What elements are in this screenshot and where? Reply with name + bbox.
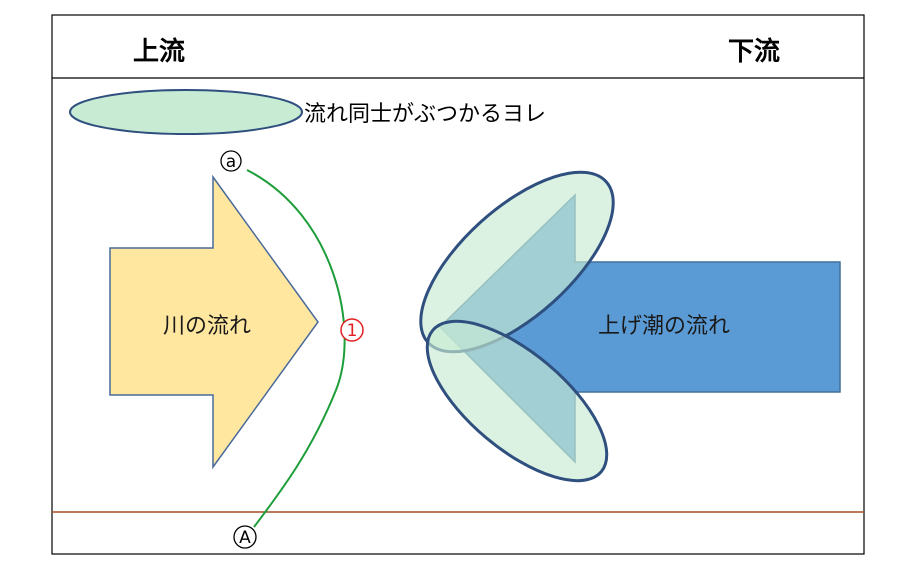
marker-1-circle bbox=[340, 318, 364, 342]
marker-1-label: 1 bbox=[347, 321, 358, 341]
marker-A-label: A bbox=[239, 528, 251, 548]
downstream-label: 下流 bbox=[728, 37, 780, 67]
upstream-label: 上流 bbox=[133, 37, 185, 67]
rising-tide-label: 上げ潮の流れ bbox=[598, 314, 730, 339]
marker-a-circle bbox=[220, 150, 242, 172]
marker-A-circle bbox=[233, 525, 257, 549]
marker-a-label: a bbox=[226, 152, 236, 172]
outer-frame bbox=[51, 14, 865, 555]
river-flow-arrow bbox=[109, 174, 319, 470]
river-flow-label: 川の流れ bbox=[163, 314, 251, 339]
legend-label: 流れ同士がぶつかるヨレ bbox=[304, 102, 546, 127]
lower-eddy-ellipse bbox=[425, 319, 609, 483]
legend-swirl-swatch bbox=[69, 89, 303, 135]
boundary-curve bbox=[246, 169, 346, 528]
